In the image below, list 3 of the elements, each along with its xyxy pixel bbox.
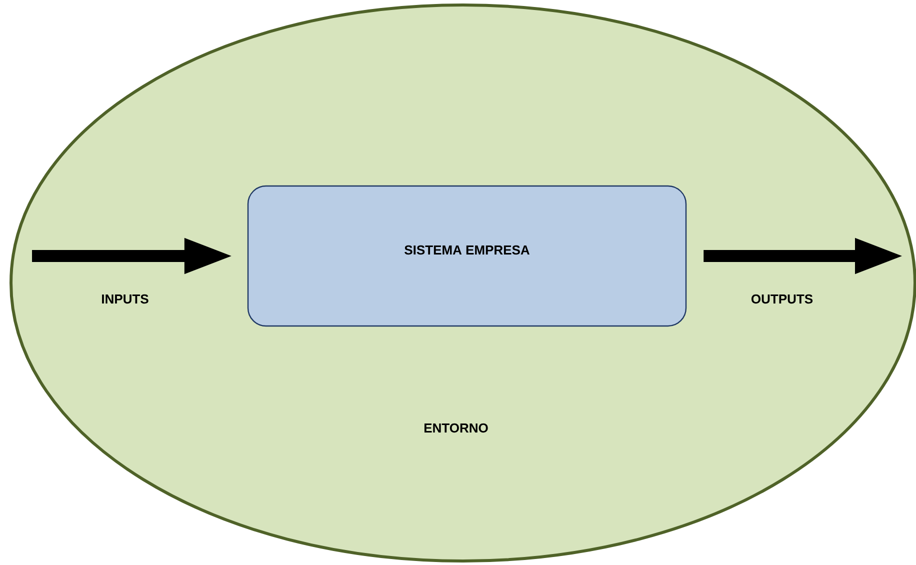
process-box: SISTEMA EMPRESA [247,185,687,327]
edge-label: OUTPUTS [751,294,813,304]
edge-label: INPUTS [102,294,148,304]
